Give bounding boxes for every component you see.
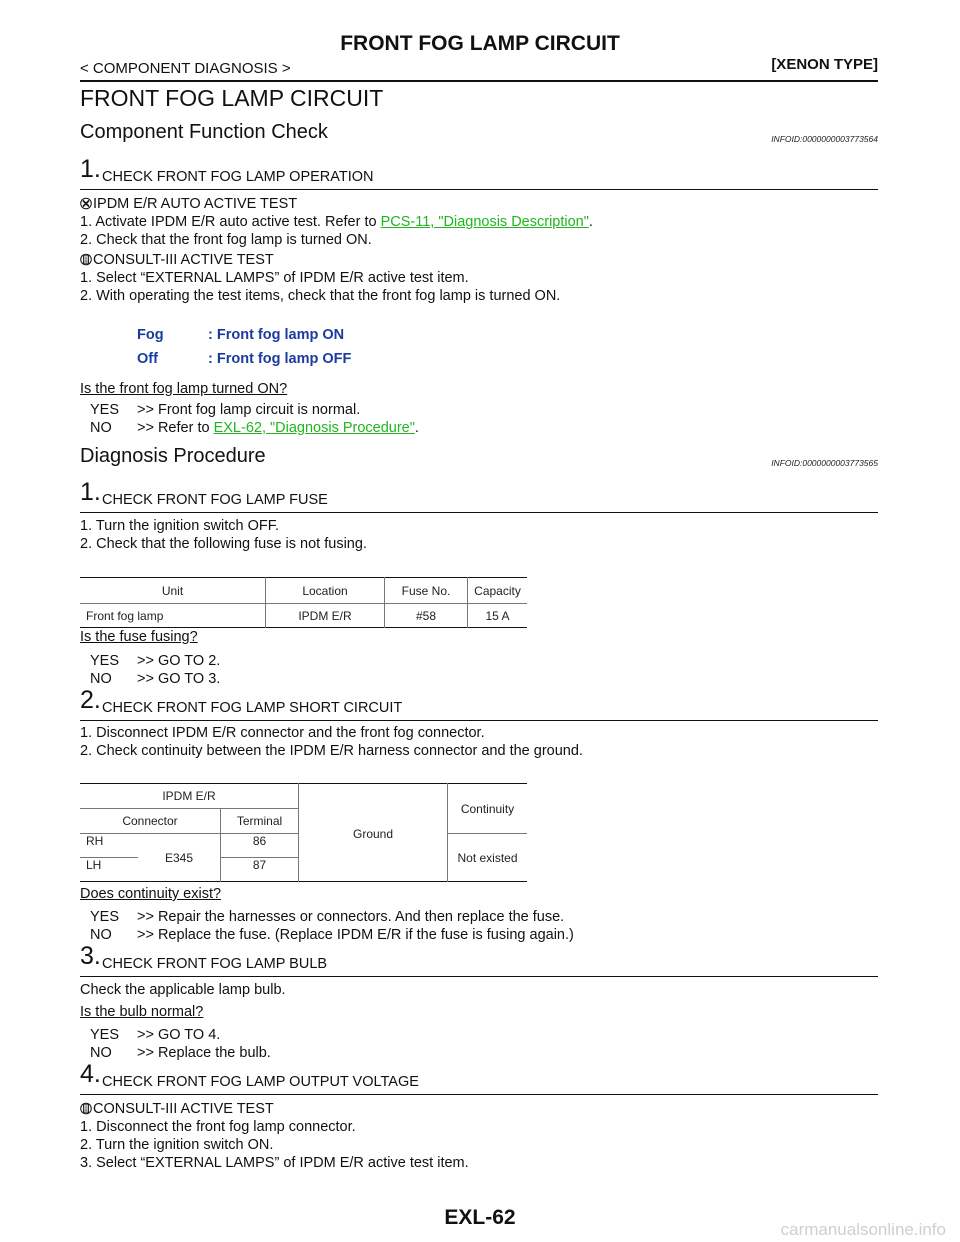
link-pcs-11[interactable]: PCS-11, "Diagnosis Description" [380, 214, 589, 230]
table-header-cell: IPDM E/R [80, 783, 299, 809]
question-fog-on: Is the front fog lamp turned ON? [80, 381, 288, 397]
table-cell: 87 [220, 857, 299, 882]
s4-consult-label: CONSULT-III ACTIVE TEST [80, 1100, 274, 1119]
answer-yes: YES>> GO TO 2. [90, 653, 221, 669]
ipdm-step-1: 1. Activate IPDM E/R auto active test. R… [80, 214, 593, 230]
table-cell: Front fog lamp [80, 603, 266, 628]
page-title: FRONT FOG LAMP CIRCUIT [80, 85, 384, 111]
table-cell: LH [86, 858, 102, 872]
spec-row-off: Off: Front fog lamp OFF [137, 351, 352, 367]
step-title: CHECK FRONT FOG LAMP OUTPUT VOLTAGE [102, 1074, 419, 1090]
header-type-label: [XENON TYPE] [771, 56, 878, 73]
table-header-cell: Fuse No. [384, 577, 468, 604]
step-2-header: 2. CHECK FRONT FOG LAMP SHORT CIRCUIT [80, 686, 878, 721]
answer-no: NO>> Replace the bulb. [90, 1045, 271, 1061]
step-title: CHECK FRONT FOG LAMP OPERATION [102, 169, 374, 185]
table-row: Connector Terminal [80, 808, 527, 834]
table-cell: E345 [138, 833, 221, 882]
continuity-table: IPDM E/R Ground Continuity Connector Ter… [80, 783, 527, 882]
question-bulb-normal: Is the bulb normal? [80, 1004, 204, 1020]
auto-test-icon [80, 197, 92, 210]
s1-line-1: 1. Turn the ignition switch OFF. [80, 518, 280, 534]
table-header-row: Unit Location Fuse No. Capacity [80, 577, 527, 604]
table-header-cell: Continuity [447, 783, 527, 834]
page-number: EXL-62 [444, 1206, 516, 1229]
s2-line-1: 1. Disconnect IPDM E/R connector and the… [80, 725, 485, 741]
s1-line-2: 2. Check that the following fuse is not … [80, 536, 367, 552]
table-cell: #58 [384, 603, 468, 628]
section-heading-diagnosis-procedure: Diagnosis Procedure [80, 445, 266, 467]
header-divider [80, 80, 878, 82]
table-cell: Not existed [447, 833, 527, 882]
table-row: Front fog lamp IPDM E/R #58 15 A [80, 603, 527, 628]
table-header-cell: Ground [298, 783, 448, 882]
answer-no: NO>> GO TO 3. [90, 671, 221, 687]
answer-yes: YES>> Repair the harnesses or connectors… [90, 909, 565, 925]
info-id: INFOID:0000000003773565 [771, 458, 878, 468]
table-header-cell: Terminal [220, 808, 299, 834]
s4-line-3: 3. Select “EXTERNAL LAMPS” of IPDM E/R a… [80, 1155, 469, 1171]
answer-no: NO>> Replace the fuse. (Replace IPDM E/R… [90, 927, 574, 943]
table-row: IPDM E/R Ground Continuity [80, 783, 527, 882]
step-title: CHECK FRONT FOG LAMP SHORT CIRCUIT [102, 700, 403, 716]
consult-step-2: 2. With operating the test items, check … [80, 288, 561, 304]
table-header-cell: Capacity [474, 583, 521, 598]
table-cell: 15 A [485, 608, 510, 623]
step-number: 2. [80, 686, 101, 714]
ipdm-step-2: 2. Check that the front fog lamp is turn… [80, 232, 372, 248]
table-cell: RH [86, 834, 104, 848]
breadcrumb: < COMPONENT DIAGNOSIS > [80, 60, 291, 77]
step-1-header: 1. CHECK FRONT FOG LAMP FUSE [80, 478, 878, 513]
table-cell: IPDM E/R [265, 603, 385, 628]
answer-yes: YES>> GO TO 4. [90, 1027, 221, 1043]
header-title: FRONT FOG LAMP CIRCUIT [340, 32, 620, 55]
consult-step-1: 1. Select “EXTERNAL LAMPS” of IPDM E/R a… [80, 270, 469, 286]
link-exl-62[interactable]: EXL-62, "Diagnosis Procedure" [213, 420, 415, 436]
table-row: RH E345 86 Not existed [80, 833, 527, 882]
consult-test-label: CONSULT-III ACTIVE TEST [80, 251, 274, 270]
s4-line-2: 2. Turn the ignition switch ON. [80, 1137, 274, 1153]
answer-yes: YES>> Front fog lamp circuit is normal. [90, 402, 361, 418]
step-1-header: 1. CHECK FRONT FOG LAMP OPERATION [80, 155, 878, 190]
section-heading-component-function-check: Component Function Check [80, 121, 328, 143]
ipdm-test-label: IPDM E/R AUTO ACTIVE TEST [80, 195, 297, 214]
s2-line-2: 2. Check continuity between the IPDM E/R… [80, 743, 583, 759]
step-number: 1. [80, 478, 101, 506]
table-header-cell: Connector [80, 808, 221, 834]
step-number: 3. [80, 942, 101, 970]
watermark: carmanualsonline.info [780, 1220, 946, 1239]
step-3-header: 3. CHECK FRONT FOG LAMP BULB [80, 942, 878, 977]
question-continuity: Does continuity exist? [80, 886, 222, 902]
step-4-header: 4. CHECK FRONT FOG LAMP OUTPUT VOLTAGE [80, 1060, 878, 1095]
consult-icon [80, 1102, 92, 1115]
table-header-cell: Unit [80, 577, 266, 604]
table-header-cell: Location [265, 577, 385, 604]
answer-no: NO>> Refer to EXL-62, "Diagnosis Procedu… [90, 420, 419, 436]
step-number: 1. [80, 155, 101, 183]
s3-line-1: Check the applicable lamp bulb. [80, 982, 286, 998]
table-cell: 86 [220, 833, 299, 858]
step-number: 4. [80, 1060, 101, 1088]
consult-icon [80, 253, 92, 266]
fuse-table: Unit Location Fuse No. Capacity Front fo… [80, 577, 527, 628]
step-title: CHECK FRONT FOG LAMP BULB [102, 956, 328, 972]
question-fuse-fusing: Is the fuse fusing? [80, 629, 198, 645]
step-title: CHECK FRONT FOG LAMP FUSE [102, 492, 328, 508]
s4-line-1: 1. Disconnect the front fog lamp connect… [80, 1119, 356, 1135]
info-id: INFOID:0000000003773564 [771, 134, 878, 144]
spec-row-fog: Fog: Front fog lamp ON [137, 327, 345, 343]
